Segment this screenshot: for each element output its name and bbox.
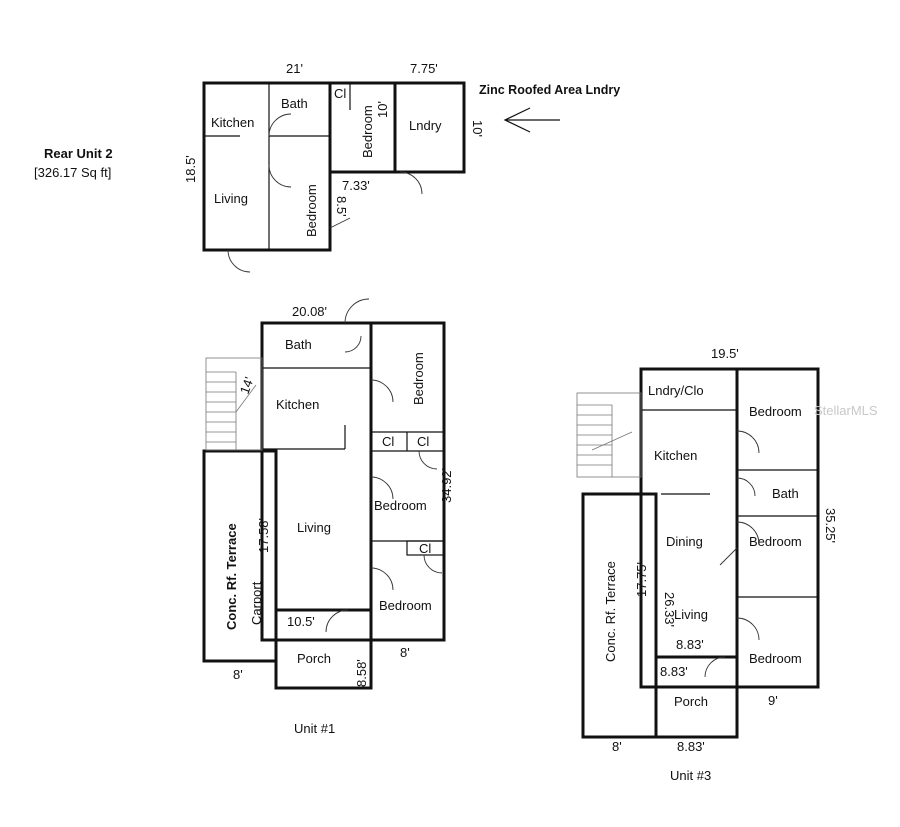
unit1-room-bath: Bath: [285, 337, 312, 352]
unit3-room-lndry: Lndry/Clo: [648, 383, 704, 398]
unit3-room-porch: Porch: [674, 694, 708, 709]
unit3-dim-bottom-porch: 8.83': [677, 739, 705, 754]
rear-dim-lndry-depth: 10': [470, 120, 485, 137]
unit-3-stairs: [576, 392, 642, 478]
rear-room-bedroom-upper: Bedroom: [360, 105, 375, 158]
rear-unit-2-plan: [202, 81, 560, 273]
unit1-dim-terrace-width: 8': [233, 667, 243, 682]
watermark-logo: StellarMLS: [814, 403, 878, 418]
unit3-dim-right: 35.25': [823, 508, 838, 543]
rear-room-kitchen: Kitchen: [211, 115, 254, 130]
unit3-dim-terrace: 17.75': [634, 562, 649, 597]
rear-dim-depth: 18.5': [183, 155, 198, 183]
rear-unit-title: Rear Unit 2: [44, 146, 113, 161]
unit3-caption: Unit #3: [670, 768, 711, 783]
unit1-room-bedroom-3: Bedroom: [379, 598, 432, 613]
unit1-room-bedroom-2: Bedroom: [374, 498, 427, 513]
unit-1-plan: [202, 298, 446, 690]
rear-unit-note: Zinc Roofed Area Lndry: [479, 83, 620, 97]
unit3-terrace-label: Conc. Rf. Terrace: [603, 561, 618, 662]
rear-room-living: Living: [214, 191, 248, 206]
unit1-dim-right: 34.92': [439, 468, 454, 503]
unit3-room-kitchen: Kitchen: [654, 448, 697, 463]
unit1-room-bedroom-1: Bedroom: [411, 352, 426, 405]
unit3-dim-living: 26.33': [662, 592, 677, 627]
unit-3-plan: [576, 367, 820, 739]
rear-room-bath: Bath: [281, 96, 308, 111]
unit3-dim-porch-width: 8.83': [660, 664, 688, 679]
unit3-dim-top: 19.5': [711, 346, 739, 361]
unit1-room-porch: Porch: [297, 651, 331, 666]
rear-room-lndry: Lndry: [409, 118, 442, 133]
rear-dim-bed-width: 7.33': [342, 178, 370, 193]
unit3-room-bath: Bath: [772, 486, 799, 501]
unit3-dim-terrace-width: 8': [612, 739, 622, 754]
arrow-left-icon: [503, 107, 560, 133]
unit3-room-bedroom-1: Bedroom: [749, 404, 802, 419]
unit3-dim-living-width: 8.83': [676, 637, 704, 652]
unit3-room-bedroom-2: Bedroom: [749, 534, 802, 549]
unit1-caption: Unit #1: [294, 721, 335, 736]
rear-unit-area: [326.17 Sq ft]: [34, 165, 111, 180]
unit3-room-living: Living: [674, 607, 708, 622]
rear-dim-width: 21': [286, 61, 303, 76]
unit1-dim-porch-width: 10.5': [287, 614, 315, 629]
unit-1-stairs: [205, 357, 263, 451]
unit3-room-dining: Dining: [666, 534, 703, 549]
unit1-dim-porch-depth: 8.58': [354, 659, 369, 687]
unit1-room-cl-1: Cl: [382, 434, 394, 449]
rear-dim-lndry-width: 7.75': [410, 61, 438, 76]
unit1-carport-label: Carport: [249, 581, 264, 625]
unit1-room-cl-2: Cl: [417, 434, 429, 449]
unit1-terrace-label: Conc. Rf. Terrace: [224, 523, 239, 630]
unit1-room-cl-3: Cl: [419, 541, 431, 556]
unit3-dim-bedroom-width: 9': [768, 693, 778, 708]
rear-room-closet: Cl: [334, 86, 346, 101]
unit1-dim-kitchen: 14': [237, 375, 257, 396]
unit1-dim-terrace: 17.58': [256, 518, 271, 553]
unit1-dim-bottom-right: 8': [400, 645, 410, 660]
unit1-dim-top: 20.08': [292, 304, 327, 319]
unit1-room-kitchen: Kitchen: [276, 397, 319, 412]
rear-dim-bed-depth: 8.5': [334, 196, 349, 217]
unit3-room-bedroom-3: Bedroom: [749, 651, 802, 666]
unit1-room-living: Living: [297, 520, 331, 535]
rear-room-bedroom-lower: Bedroom: [304, 184, 319, 237]
rear-dim-bed-upper: 10': [375, 101, 390, 118]
